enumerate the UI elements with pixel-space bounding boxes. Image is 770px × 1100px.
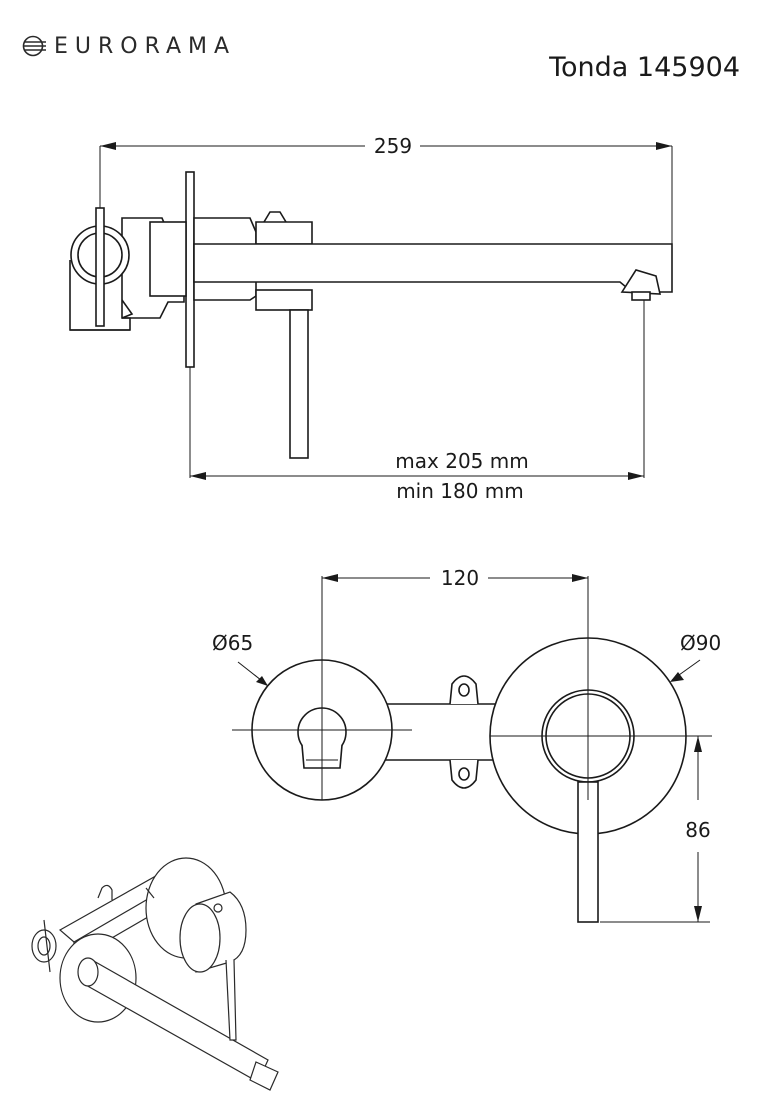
dim-center-distance: 120	[322, 566, 588, 590]
front-view: 120 Ø65 Ø90 86	[212, 566, 721, 923]
dim-label-86: 86	[685, 818, 710, 842]
dim-lever-height: 86	[600, 736, 711, 923]
dim-label-120: 120	[441, 566, 479, 590]
model-title: Tonda 145904	[549, 52, 740, 83]
front-lever	[577, 781, 599, 923]
mounting-lug-bottom	[449, 759, 479, 789]
iso-lever	[225, 959, 237, 1041]
dim-projection: max 205 mm min 180 mm	[189, 300, 645, 503]
mounting-lug-top	[449, 675, 479, 705]
lever-handle	[289, 309, 309, 459]
brand-logo: EURORAMA	[22, 30, 236, 62]
spout	[193, 243, 673, 293]
dim-label-d90: Ø90	[680, 631, 721, 655]
dim-spout-diameter: Ø65	[212, 631, 268, 686]
eurorama-logo-icon	[22, 35, 46, 57]
iso-spout	[83, 959, 269, 1083]
dim-label-min: min 180 mm	[396, 479, 524, 503]
connecting-body	[379, 703, 501, 761]
dim-handle-diameter: Ø90	[670, 631, 721, 682]
dim-total-length: 259	[99, 134, 673, 244]
wall-plate	[185, 171, 195, 368]
side-view: 259 max 205 mm min 180 mm	[69, 134, 673, 503]
isometric-view	[31, 857, 279, 1091]
dim-label-259: 259	[374, 134, 412, 158]
dim-label-max: max 205 mm	[395, 449, 528, 473]
brand-name: EURORAMA	[54, 33, 237, 59]
dim-label-d65: Ø65	[212, 631, 253, 655]
